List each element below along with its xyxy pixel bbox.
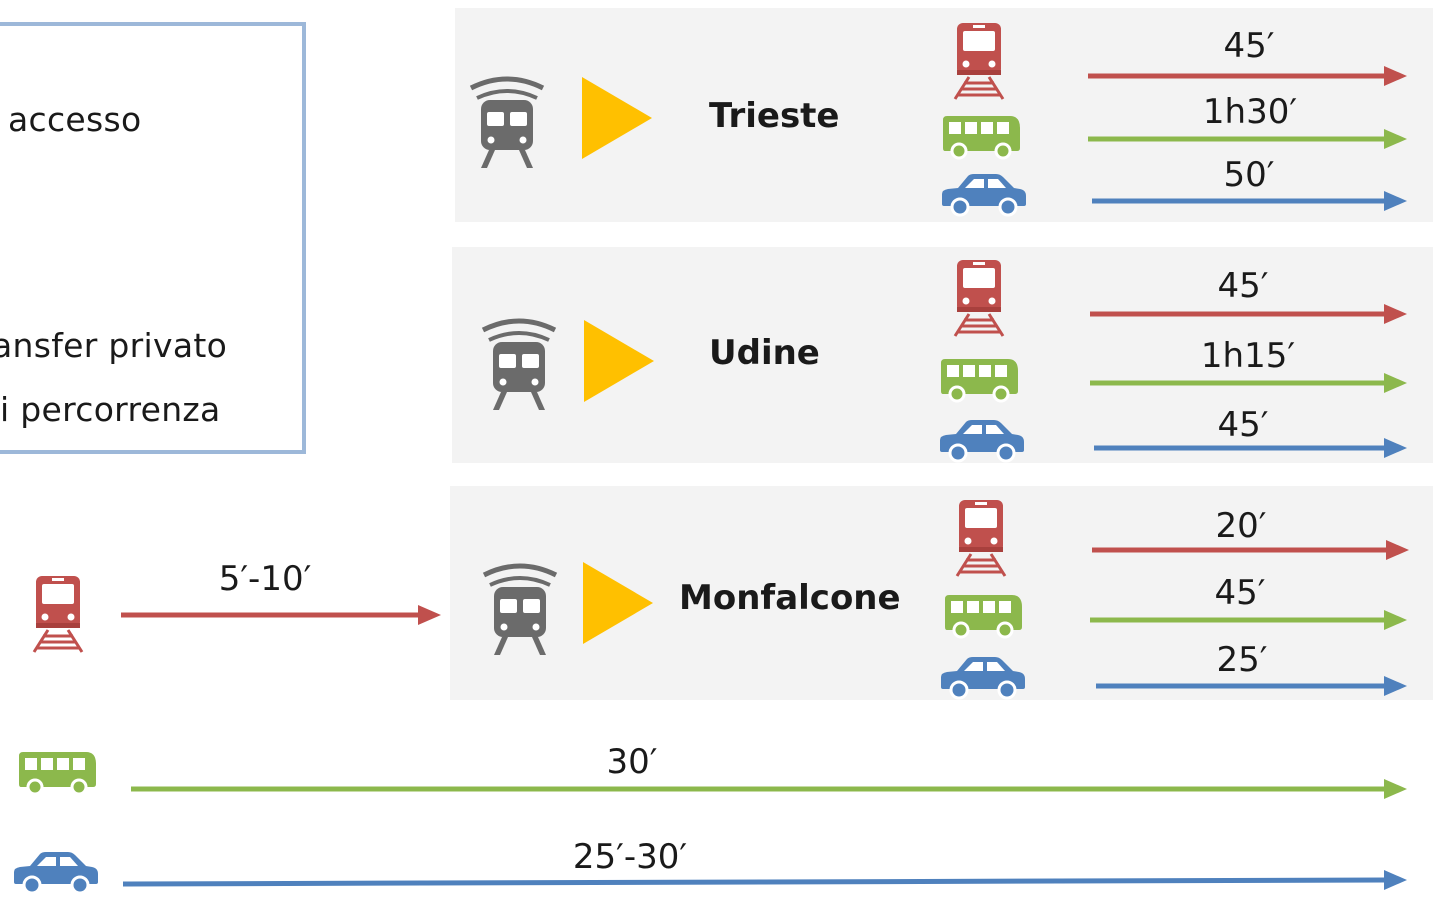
car-icon bbox=[937, 655, 1027, 701]
city-name-udine: Udine bbox=[709, 333, 820, 373]
car-icon bbox=[936, 418, 1026, 464]
arrow-udine-car bbox=[1094, 438, 1407, 458]
play-icon bbox=[584, 320, 654, 402]
time-origin-bus: 30′ bbox=[606, 742, 658, 782]
time-trieste-train: 45′ bbox=[1223, 26, 1275, 66]
arrow-monfalcone-bus bbox=[1090, 610, 1407, 630]
time-monfalcone-car: 25′ bbox=[1216, 640, 1268, 680]
train-icon bbox=[951, 21, 1007, 101]
arrow-origin-train bbox=[121, 605, 441, 625]
train-icon bbox=[953, 498, 1009, 578]
station-icon bbox=[465, 70, 549, 170]
arrow-trieste-car bbox=[1092, 191, 1407, 211]
legend-line-transfer: ansfer privato bbox=[0, 326, 228, 365]
arrow-origin-bus bbox=[131, 779, 1407, 799]
time-monfalcone-train: 20′ bbox=[1215, 506, 1267, 546]
city-name-trieste: Trieste bbox=[709, 96, 840, 136]
time-udine-car: 45′ bbox=[1217, 405, 1269, 445]
car-icon bbox=[938, 172, 1028, 218]
bus-icon bbox=[16, 750, 98, 796]
train-icon bbox=[30, 574, 86, 654]
arrow-trieste-bus bbox=[1088, 129, 1407, 149]
legend-line-travel-time: i percorrenza bbox=[0, 390, 221, 429]
arrow-udine-bus bbox=[1090, 373, 1407, 393]
play-icon bbox=[583, 562, 653, 644]
time-trieste-bus: 1h30′ bbox=[1202, 92, 1298, 132]
time-udine-train: 45′ bbox=[1217, 266, 1269, 306]
arrow-monfalcone-train bbox=[1092, 540, 1409, 560]
station-icon bbox=[477, 312, 561, 412]
time-monfalcone-bus: 45′ bbox=[1214, 573, 1266, 613]
bus-icon bbox=[942, 593, 1024, 639]
time-origin-train: 5′-10′ bbox=[218, 559, 312, 599]
arrow-udine-train bbox=[1090, 304, 1407, 324]
city-name-monfalcone: Monfalcone bbox=[679, 578, 901, 618]
car-icon bbox=[10, 850, 100, 896]
time-trieste-car: 50′ bbox=[1223, 155, 1275, 195]
train-icon bbox=[951, 258, 1007, 338]
play-icon bbox=[582, 77, 652, 159]
arrow-trieste-train bbox=[1088, 66, 1407, 86]
arrow-monfalcone-car bbox=[1096, 676, 1407, 696]
bus-icon bbox=[940, 114, 1022, 160]
bus-icon bbox=[938, 357, 1020, 403]
time-origin-car: 25′-30′ bbox=[572, 837, 688, 877]
time-udine-bus: 1h15′ bbox=[1200, 336, 1296, 376]
arrow-origin-car bbox=[122, 870, 1407, 890]
legend-line-access: accesso bbox=[8, 100, 142, 139]
station-icon bbox=[478, 557, 562, 657]
legend-box: accesso ansfer privato i percorrenza bbox=[0, 22, 306, 454]
